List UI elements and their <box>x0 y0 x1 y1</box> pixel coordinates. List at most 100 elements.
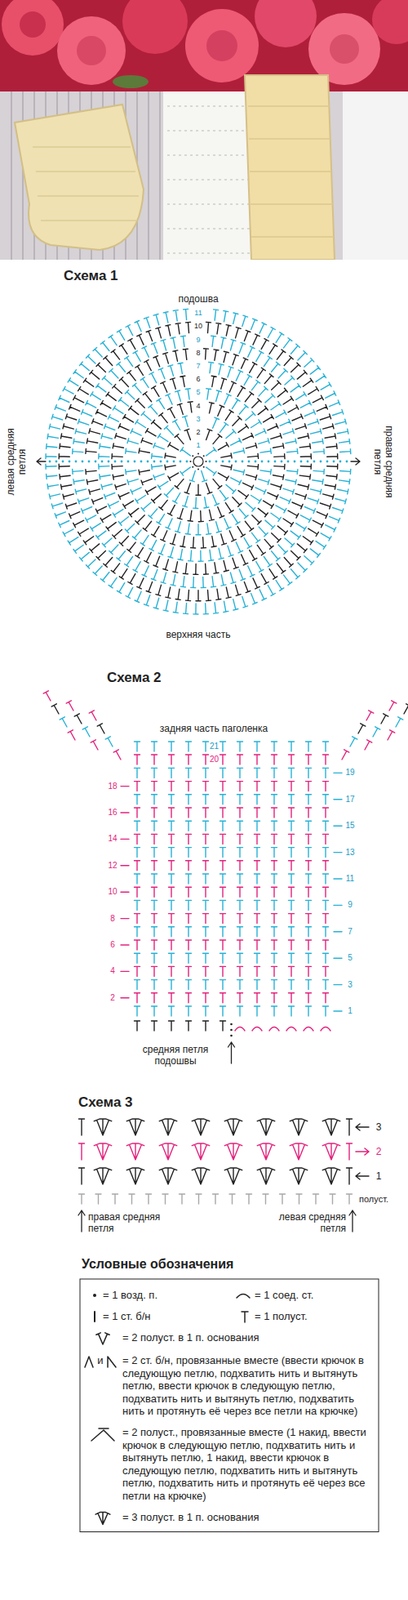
middle-loop-dot <box>133 460 137 463</box>
stitch-row <box>120 886 329 896</box>
row-number: 21 <box>209 740 219 751</box>
chain-dot <box>191 454 194 457</box>
chain-dot <box>203 465 205 468</box>
half-double-crochet-row <box>98 361 298 561</box>
stitch-row <box>120 860 329 870</box>
chain-dot <box>191 465 194 468</box>
row-number: 7 <box>195 362 201 370</box>
middle-loop-dot <box>153 460 156 463</box>
row-number: 2 <box>376 1144 382 1157</box>
sock-texture <box>248 106 334 237</box>
stitch-row <box>120 833 329 843</box>
legend-text: = 2 полуст. в 1 п. основания <box>122 1330 373 1344</box>
row-number: 1 <box>376 1169 382 1181</box>
half-double-crochet-row <box>58 321 338 600</box>
row-number: 6 <box>195 375 201 383</box>
middle-loop-dot <box>55 460 58 463</box>
middle-loop-dot <box>326 460 329 463</box>
part-label: и <box>97 1352 103 1366</box>
chain-dot <box>197 452 200 455</box>
row-number: 8 <box>110 913 116 923</box>
half-double-symbol <box>241 1310 249 1322</box>
row-number: 9 <box>195 336 201 344</box>
sc-decrease-symbol <box>84 1355 94 1366</box>
pointer-arrow <box>78 1209 85 1231</box>
middle-loop-dot <box>81 460 85 463</box>
chain-dot <box>230 1022 233 1025</box>
part-label: левая средняя петля <box>4 420 29 502</box>
stitch-row <box>134 793 343 804</box>
stitch-row <box>134 952 343 963</box>
cloth <box>342 91 408 260</box>
stitch-row <box>134 979 343 989</box>
row-number: 13 <box>345 847 355 857</box>
sock-texture <box>32 146 139 221</box>
chain-dot <box>230 1028 233 1031</box>
stitch-row <box>120 965 329 976</box>
middle-loop-dot <box>208 460 212 463</box>
row-number: 5 <box>347 952 353 963</box>
middle-loop-dot <box>94 460 98 463</box>
pointer-arrow <box>349 1209 356 1231</box>
rose-center <box>76 35 107 66</box>
rose <box>185 8 259 83</box>
stitch-row <box>120 939 329 950</box>
row-number: 19 <box>345 767 355 777</box>
middle-loop-dot <box>313 460 316 463</box>
part-label: полуст. <box>359 1192 389 1204</box>
stitch-row <box>134 753 329 764</box>
shell-symbol <box>95 1511 111 1524</box>
half-double-crochet-row <box>138 401 259 522</box>
row-number: 11 <box>345 873 355 883</box>
rose-center <box>19 11 46 38</box>
basket <box>0 91 408 260</box>
legend-text: = 1 полуст. <box>254 1308 308 1322</box>
middle-loop-dot <box>166 460 169 463</box>
row-number: 1 <box>195 441 201 449</box>
heel-wing-row <box>341 729 395 759</box>
row-number: 2 <box>110 992 116 1003</box>
row-number: 1 <box>347 1005 353 1016</box>
direction-arrow <box>355 1122 369 1130</box>
middle-loop-dot <box>287 460 290 463</box>
heel-wing-row <box>67 729 121 759</box>
middle-loop-dot <box>114 460 117 463</box>
row-number: 10 <box>107 886 117 896</box>
shell-row <box>79 1166 353 1184</box>
middle-loop-dot <box>186 460 189 463</box>
rose <box>1 0 64 56</box>
pointer-arrow <box>228 1041 236 1063</box>
stitch-row <box>120 807 329 817</box>
sc-decrease-symbol <box>107 1355 116 1366</box>
half-double-crochet-row <box>125 388 272 535</box>
stitch-row <box>120 913 329 923</box>
legend-box <box>79 1277 379 1531</box>
rose <box>57 16 126 85</box>
middle-loop-dot <box>159 460 163 463</box>
chain-dot <box>230 1033 233 1037</box>
middle-loop-dot <box>300 460 303 463</box>
row-number: 3 <box>376 1120 382 1132</box>
sock-left <box>14 104 144 250</box>
middle-loop-dot <box>215 460 218 463</box>
middle-loop-dot <box>306 460 310 463</box>
middle-loop-dot <box>319 460 323 463</box>
middle-loop-dot <box>267 460 271 463</box>
legend-text: = 2 ст. б/н, провязанные вместе (ввести … <box>122 1352 373 1417</box>
middle-loop-dot <box>140 460 143 463</box>
middle-loop-dot <box>68 460 71 463</box>
part-label: верхняя часть <box>165 628 231 640</box>
leaf <box>112 75 149 89</box>
middle-loop-dot <box>179 460 182 463</box>
row-number: 3 <box>347 979 353 989</box>
row-number: 5 <box>195 388 201 396</box>
rose <box>122 0 188 54</box>
sock-right <box>244 75 335 260</box>
row-number: 4 <box>110 965 116 976</box>
rose <box>308 13 381 85</box>
row-number: 8 <box>195 349 201 357</box>
chain-dot <box>190 460 192 462</box>
row-number: 14 <box>107 833 117 843</box>
slip-stitch-row <box>235 1026 331 1031</box>
middle-loop-dot <box>120 460 124 463</box>
